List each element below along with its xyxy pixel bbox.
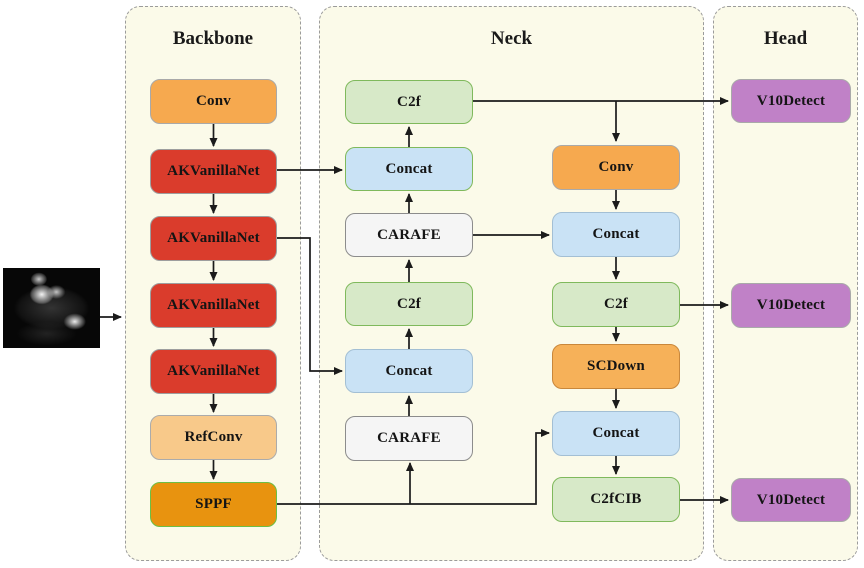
node-neck-right-c2fcib: C2fCIB <box>552 477 680 522</box>
node-backbone-akvanillanet-3: AKVanillaNet <box>150 283 277 328</box>
neck-title: Neck <box>490 28 533 49</box>
node-head-v10detect-2: V10Detect <box>731 283 851 328</box>
node-neck-left-concat-2: Concat <box>345 349 473 393</box>
mri-input-image <box>3 268 100 348</box>
node-neck-left-c2f-2: C2f <box>345 282 473 326</box>
node-backbone-akvanillanet-2: AKVanillaNet <box>150 216 277 261</box>
node-neck-left-carafe-2: CARAFE <box>345 416 473 461</box>
node-neck-right-c2f: C2f <box>552 282 680 327</box>
node-neck-right-scdown: SCDown <box>552 344 680 389</box>
node-neck-left-carafe-1: CARAFE <box>345 213 473 257</box>
node-backbone-akvanillanet-4: AKVanillaNet <box>150 349 277 394</box>
node-neck-right-concat-1: Concat <box>552 212 680 257</box>
node-neck-right-concat-2: Concat <box>552 411 680 456</box>
node-head-v10detect-3: V10Detect <box>731 478 851 522</box>
node-neck-right-conv: Conv <box>552 145 680 190</box>
node-backbone-refconv: RefConv <box>150 415 277 460</box>
backbone-title: Backbone <box>172 28 254 49</box>
node-neck-left-concat-1: Concat <box>345 147 473 191</box>
node-backbone-akvanillanet-1: AKVanillaNet <box>150 149 277 194</box>
node-backbone-conv: Conv <box>150 79 277 124</box>
node-head-v10detect-1: V10Detect <box>731 79 851 123</box>
node-backbone-sppf: SPPF <box>150 482 277 527</box>
head-title: Head <box>763 28 808 49</box>
node-neck-left-c2f-1: C2f <box>345 80 473 124</box>
